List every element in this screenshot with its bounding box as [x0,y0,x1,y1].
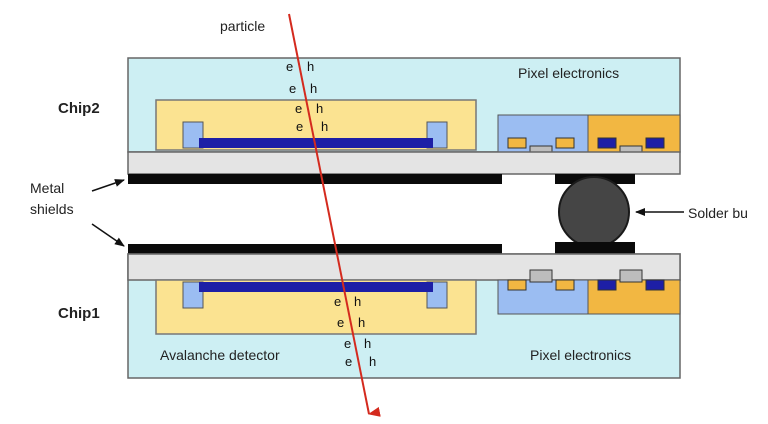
electron-label: e [289,81,296,96]
electron-label: e [334,294,341,309]
chip1-transistor-gate [529,269,553,283]
chip2-transistor-pad [507,137,527,149]
chip2-label: Chip2 [58,100,100,117]
electron-label: e [286,59,293,74]
electron-label: e [296,119,303,134]
particle-label: particle [220,18,265,34]
particle-track-arrow [288,13,381,417]
hole-label: h [307,59,314,74]
chip1-transistor-gate [619,269,643,283]
electron-label: e [337,315,344,330]
hole-label: h [354,294,361,309]
pixel-electronics-label-top: Pixel electronics [518,65,619,81]
chip1-transistor-pad [555,279,575,291]
chip1-substrate-layer [127,253,681,281]
pixel-electronics-label-bottom: Pixel electronics [530,347,631,363]
chip2-substrate-layer [127,151,681,175]
solder-bump [558,176,630,248]
avalanche-detector-label: Avalanche detector [160,347,280,363]
chip1-transistor-pad [645,279,665,291]
hole-label: h [369,354,376,369]
metal-shields-label-line2: shields [30,201,74,217]
chip1-electron-hole-pairs: e h e h e h e h [334,294,376,369]
chip2-contact-pad-left [182,121,204,149]
chip1-label: Chip1 [58,305,100,322]
chip1-transistor-pad [597,279,617,291]
electron-label: e [345,354,352,369]
chip1-contact-pad-left [182,281,204,309]
chip1-implant-electrode [199,282,433,292]
hole-label: h [358,315,365,330]
chip2-implant-electrode [199,138,433,148]
chip2-transistor-pad [555,137,575,149]
electron-label: e [344,336,351,351]
chip2-transistor-pad [597,137,617,149]
hole-label: h [364,336,371,351]
chip1-transistor-pad [507,279,527,291]
metal-shield-top-pointer [91,179,125,192]
hole-label: h [321,119,328,134]
solder-pad-bottom [555,242,635,254]
metal-shield-bottom [128,244,502,254]
metal-shield-top [128,174,502,184]
solder-bump-label: Solder bu [688,205,748,221]
electron-label: e [295,101,302,116]
chip2-transistor-pad [645,137,665,149]
hole-label: h [310,81,317,96]
metal-shield-bottom-pointer [91,223,125,247]
metal-shields-label-line1: Metal [30,180,64,196]
chip2-electron-hole-pairs: e h e h e h e h [286,59,328,134]
hole-label: h [316,101,323,116]
